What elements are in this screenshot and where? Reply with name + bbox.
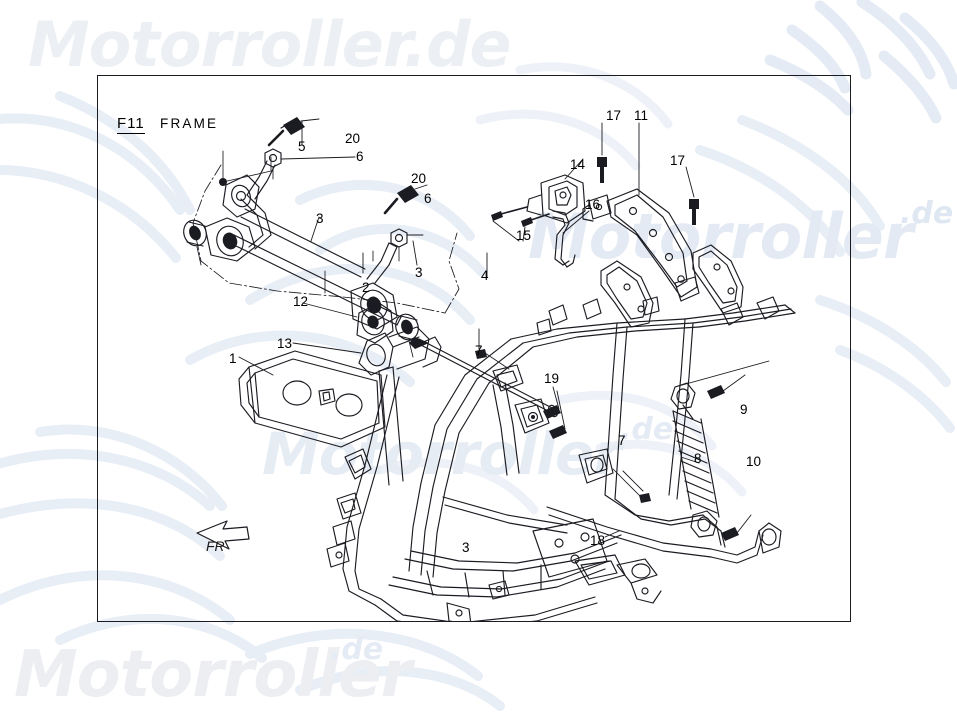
callout-6-upper: 6 — [356, 149, 364, 164]
callout-2: 2 — [362, 280, 370, 295]
callout-3-lower: 3 — [415, 265, 423, 280]
main-frame-body — [238, 244, 796, 622]
callout-7-lower: 7 — [618, 433, 626, 448]
lock-bracket-assembly — [491, 174, 586, 268]
callout-9: 9 — [740, 402, 748, 417]
sheet-code: F11 — [117, 115, 145, 134]
callout-8: 8 — [694, 451, 702, 466]
callout-18: 18 — [590, 533, 606, 548]
watermark-top: Motorroller.de — [28, 8, 512, 81]
watermark-suffix-right: .de — [900, 196, 954, 231]
callout-3-frame: 3 — [462, 540, 470, 555]
rear-shock-absorber — [670, 360, 770, 541]
callout-1: 1 — [229, 351, 237, 366]
steering-head — [356, 302, 442, 486]
watermark-bottom: Motorroller — [14, 638, 412, 712]
callout-20-lower: 20 — [411, 171, 427, 186]
left-side-bracket — [238, 350, 386, 448]
rear-carrier-bracket — [582, 157, 700, 302]
floor-plate — [532, 518, 608, 578]
callout-13: 13 — [277, 336, 293, 351]
callout-12: 12 — [293, 294, 309, 309]
callout-5: 5 — [298, 139, 306, 154]
callout-10: 10 — [746, 454, 762, 469]
callout-14: 14 — [570, 157, 586, 172]
watermark-suffix-bottom: .de — [330, 632, 384, 667]
callout-6-lower: 6 — [424, 191, 432, 206]
callout-7-upper: 7 — [475, 343, 483, 358]
callout-11: 11 — [634, 108, 649, 123]
callout-17-right: 17 — [670, 153, 686, 168]
callout-16: 16 — [585, 197, 601, 212]
callout-17-left: 17 — [606, 108, 622, 123]
callout-20-upper: 20 — [345, 131, 361, 146]
callout-15: 15 — [516, 228, 532, 243]
callout-3-upper: 3 — [316, 211, 324, 226]
callout-19: 19 — [544, 371, 560, 386]
sheet-title: FRAME — [160, 116, 219, 131]
fr-direction-label: FR — [206, 538, 225, 554]
callout-4: 4 — [481, 268, 489, 283]
